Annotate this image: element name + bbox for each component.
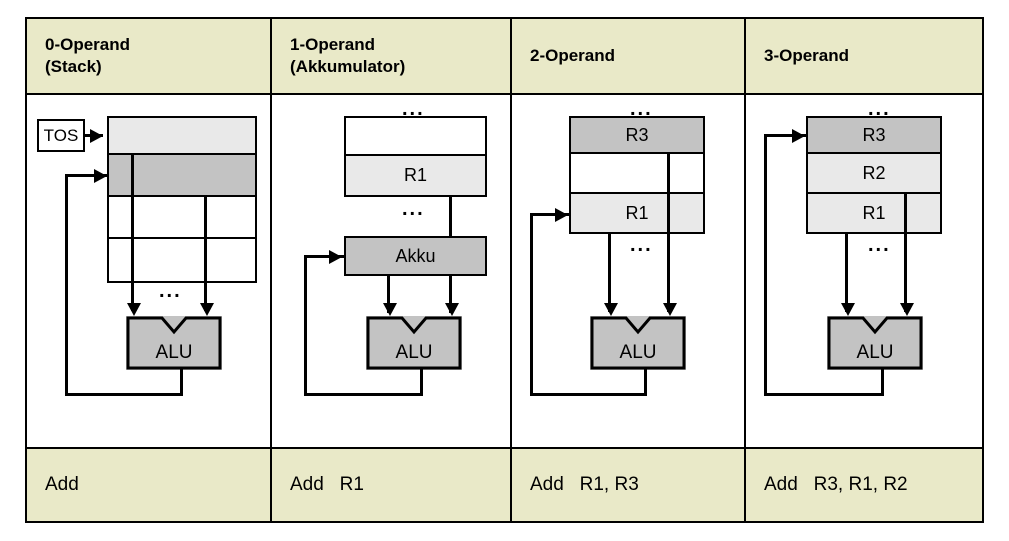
alu-one-operand: ALU bbox=[366, 316, 462, 370]
alu-result-line-up bbox=[65, 174, 68, 396]
column-zero-operand: 0-Operand (Stack) TOS bbox=[27, 19, 272, 521]
register-operand-line-right bbox=[667, 152, 670, 312]
register-writeback-arrow-head bbox=[555, 208, 568, 222]
diagram-zero-operand: TOS ... bbox=[27, 95, 270, 447]
alu-three-operand: ALU bbox=[827, 316, 923, 370]
register-file-bottom-ellipsis: ... bbox=[868, 234, 891, 256]
register-cell-r2: R2 bbox=[806, 154, 942, 194]
column-header-one-operand: 1-Operand (Akkumulator) bbox=[272, 19, 510, 95]
register-cell-r1: R1 bbox=[806, 194, 942, 234]
register-file-top-ellipsis: ... bbox=[868, 98, 891, 120]
stack-operand-line-right bbox=[204, 196, 207, 311]
register-writeback-arrow-line bbox=[764, 134, 808, 137]
register-file-bottom-ellipsis: ... bbox=[402, 198, 425, 220]
register-operand-line-left bbox=[608, 232, 611, 312]
register-writeback-arrow-head bbox=[792, 129, 805, 143]
instruction-zero-operand: Add bbox=[27, 447, 270, 521]
register-file-top-ellipsis: ... bbox=[630, 98, 653, 120]
alu-result-line-up bbox=[304, 255, 307, 396]
stack-cell-1 bbox=[107, 155, 257, 197]
alu-two-operand: ALU bbox=[590, 316, 686, 370]
accumulator-operand-arrow bbox=[383, 303, 397, 316]
stack-ellipsis: ... bbox=[159, 280, 182, 302]
alu-label: ALU bbox=[395, 342, 433, 363]
register-cell-r3: R3 bbox=[569, 116, 705, 154]
column-one-operand: 1-Operand (Akkumulator) ... R1 ... Akku bbox=[272, 19, 512, 521]
diagram-three-operand: ... R3 R2 R1 ... bbox=[746, 95, 982, 447]
alu-result-line-left bbox=[764, 393, 884, 396]
column-header-zero-operand: 0-Operand (Stack) bbox=[27, 19, 270, 95]
instruction-two-operand: Add R1, R3 bbox=[512, 447, 744, 521]
alu-result-line-down bbox=[180, 368, 183, 396]
alu-shape-icon bbox=[126, 316, 222, 370]
column-three-operand: 3-Operand ... R3 R2 R1 ... bbox=[746, 19, 982, 521]
instruction-three-operand: Add R3, R1, R2 bbox=[746, 447, 982, 521]
register-operand-arrow-right bbox=[900, 303, 914, 316]
register-operand-line-left bbox=[845, 232, 848, 312]
alu-result-line-left bbox=[530, 393, 647, 396]
alu-label: ALU bbox=[155, 342, 193, 363]
stack-operand-arrow-right bbox=[200, 303, 214, 316]
accumulator-writeback-arrow-line bbox=[304, 255, 346, 258]
register-cell-0 bbox=[344, 116, 487, 156]
register-operand-line-right bbox=[904, 192, 907, 312]
tos-label-box: TOS bbox=[37, 119, 85, 152]
diagram-one-operand: ... R1 ... Akku bbox=[272, 95, 510, 447]
instruction-one-operand: Add R1 bbox=[272, 447, 510, 521]
alu-result-line-left bbox=[65, 393, 183, 396]
alu-zero-operand: ALU bbox=[126, 316, 222, 370]
stack-operand-line-left bbox=[131, 155, 134, 311]
register-writeback-arrow-line bbox=[530, 213, 571, 216]
alu-shape-icon bbox=[827, 316, 923, 370]
alu-result-line-down bbox=[420, 368, 423, 396]
stack-writeback-arrow-head bbox=[94, 169, 107, 183]
diagram-two-operand: ... R3 R1 ... bbox=[512, 95, 744, 447]
register-operand-arrow bbox=[445, 303, 459, 316]
alu-label: ALU bbox=[856, 342, 894, 363]
register-operand-arrow-right bbox=[663, 303, 677, 316]
register-cell-r1: R1 bbox=[344, 156, 487, 197]
operand-format-table: 0-Operand (Stack) TOS bbox=[25, 17, 984, 523]
column-header-two-operand: 2-Operand bbox=[512, 19, 744, 95]
alu-result-line-down bbox=[644, 368, 647, 396]
stack-cell-0 bbox=[107, 116, 257, 155]
stack-cell-3 bbox=[107, 239, 257, 283]
alu-result-line-down bbox=[881, 368, 884, 396]
register-file-top-ellipsis: ... bbox=[402, 98, 425, 120]
accumulator-operand-line bbox=[387, 276, 390, 313]
stack-writeback-arrow-line bbox=[65, 174, 109, 177]
alu-result-line-left bbox=[304, 393, 423, 396]
stack-cell-2 bbox=[107, 197, 257, 239]
register-file-bottom-ellipsis: ... bbox=[630, 234, 653, 256]
stack-operand-arrow-left bbox=[127, 303, 141, 316]
alu-result-line-up bbox=[530, 213, 533, 396]
column-two-operand: 2-Operand ... R3 R1 ... bbox=[512, 19, 746, 521]
register-cell-empty bbox=[569, 154, 705, 194]
alu-shape-icon bbox=[590, 316, 686, 370]
alu-result-line-up bbox=[764, 134, 767, 396]
alu-shape-icon bbox=[366, 316, 462, 370]
register-operand-arrow-left bbox=[604, 303, 618, 316]
register-cell-r3: R3 bbox=[806, 116, 942, 154]
accumulator-writeback-arrow-head bbox=[329, 250, 342, 264]
alu-label: ALU bbox=[619, 342, 657, 363]
column-header-three-operand: 3-Operand bbox=[746, 19, 982, 95]
tos-arrow-head bbox=[90, 129, 103, 143]
register-operand-arrow-left bbox=[841, 303, 855, 316]
accumulator-box: Akku bbox=[344, 236, 487, 276]
register-cell-r1: R1 bbox=[569, 194, 705, 234]
